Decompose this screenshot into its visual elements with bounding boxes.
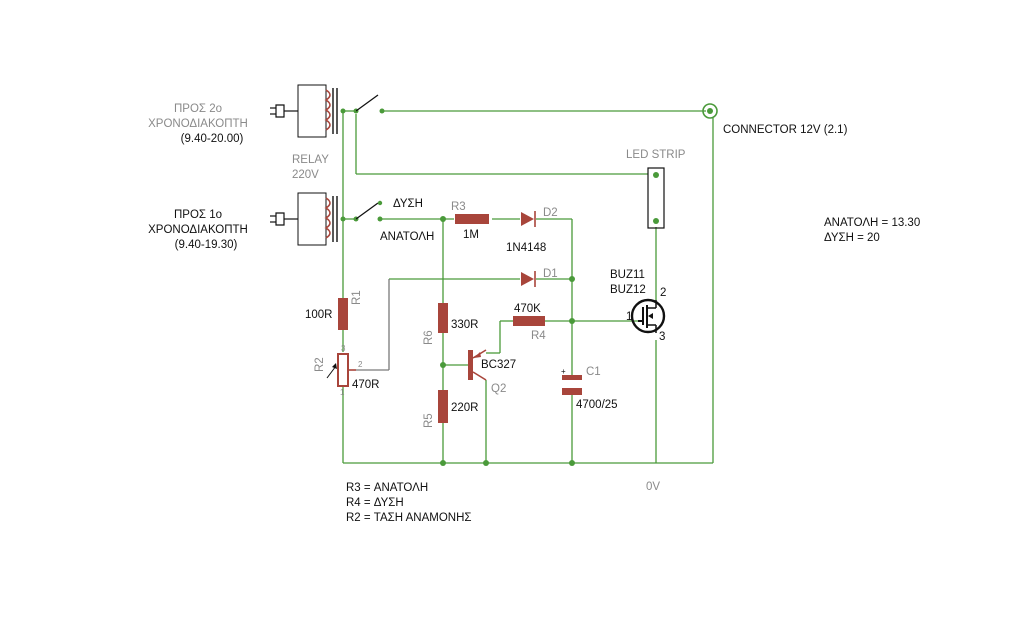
mosfet-buz11 [630,298,666,334]
r1-value: 100R [305,309,333,321]
resistor-r6 [438,303,448,333]
r5-value: 220R [451,402,479,414]
resistor-r5 [438,390,448,423]
wires [342,110,714,464]
legend-r2: R2 = ΤΑΣΗ ΑΝΑΜΟΝΗΣ [346,512,472,524]
connector-label: CONNECTOR 12V (2.1) [723,124,848,136]
resistor-r4 [513,316,545,326]
r2-value: 470R [352,379,380,391]
timer2-label-3: (9.40-20.00) [181,133,244,145]
legend-r4: R4 = ΔΥΣΗ [346,497,404,509]
mosfet-label-2: BUZ12 [610,284,646,296]
note-anatoli: ΑΝΑΤΟΛΗ = 13.30 [824,217,920,229]
pot-pin2: 2 [358,360,363,369]
r4-value: 470K [514,303,541,315]
r6-name: R6 [423,330,435,345]
diode-d2 [521,211,536,227]
c1-value: 4700/25 [576,399,618,411]
svg-text:+: + [561,367,566,376]
mosfet-label-1: BUZ11 [610,269,645,281]
timer1-label-2: ΧΡΟΝΟΔΙΑΚΟΠΤΗ [148,224,248,236]
anatoli-label: ΑΝΑΤΟΛΗ [380,231,434,243]
r4-name: R4 [531,330,546,342]
transistor-q2 [468,349,487,381]
dysi-label: ΔΥΣΗ [393,198,423,210]
diode-d1 [521,271,536,287]
timer1-label-1: ΠΡΟΣ 1ο [174,209,222,221]
ground-label: 0V [646,481,660,493]
r3-value: 1M [463,229,479,241]
mosfet-pin2: 2 [660,287,666,299]
relay-bottom [270,192,383,246]
c1-name: C1 [586,366,601,378]
q2-value: BC327 [481,359,516,371]
mosfet-pin1: 1 [626,311,632,323]
r6-value: 330R [451,319,479,331]
timer2-label-1: ΠΡΟΣ 2ο [174,103,222,115]
relay-label-2: 220V [292,169,319,181]
d1-name: D1 [543,268,558,280]
r5-name: R5 [423,413,435,428]
timer2-label-2: ΧΡΟΝΟΔΙΑΚΟΠΤΗ [148,118,248,130]
plug-icon [270,212,298,226]
connector-12v [702,103,718,119]
pot-pin1: 1 [340,388,345,397]
led-strip-label: LED STRIP [626,149,686,161]
note-dysi: ΔΥΣΗ = 20 [824,232,880,244]
legend-r3: R3 = ΑΝΑΤΟΛΗ [346,482,428,494]
relay-label-1: RELAY [292,154,329,166]
timer1-label-3: (9.40-19.30) [175,239,238,251]
resistor-r3 [455,214,489,224]
mosfet-pin3: 3 [659,331,665,343]
relay-top [270,84,379,138]
resistor-r1 [338,298,348,330]
d2-value: 1N4148 [506,242,546,254]
r2-name: R2 [314,357,326,372]
potentiometer-r2 [326,353,356,387]
pot-pin3: 3 [341,344,346,353]
r1-name: R1 [351,290,363,305]
plug-icon [270,104,298,118]
q2-name: Q2 [491,383,506,395]
r3-name: R3 [451,201,466,213]
capacitor-c1: + [561,367,582,395]
d2-name: D2 [543,207,558,219]
led-strip [647,167,665,229]
